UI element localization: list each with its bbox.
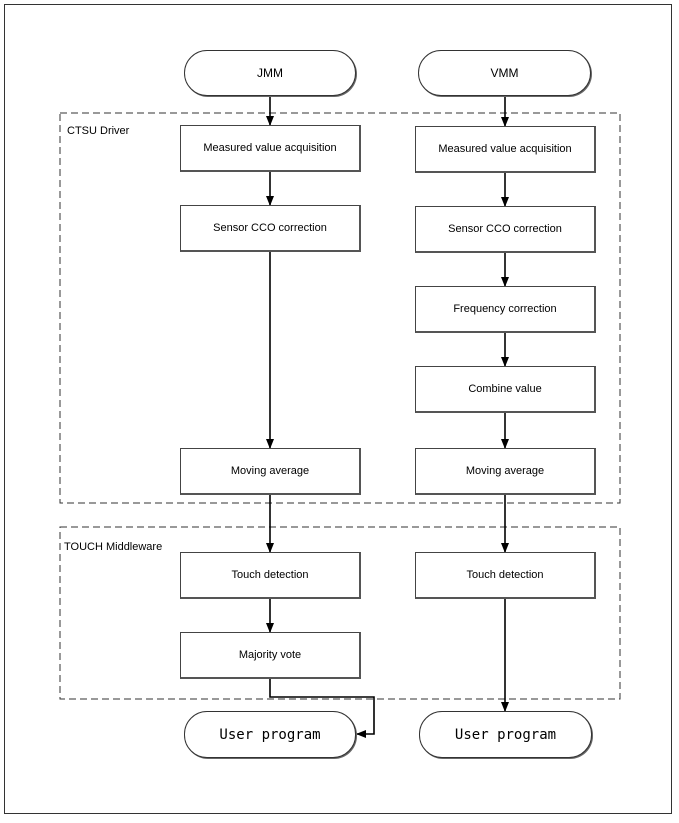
left-measured-value-acquisition: Measured value acquisition xyxy=(180,125,361,172)
outer-frame xyxy=(4,4,672,814)
right-touch-detection: Touch detection xyxy=(415,552,596,599)
right-frequency-correction: Frequency correction xyxy=(415,286,596,333)
right-measured-value-acquisition: Measured value acquisition xyxy=(415,126,596,173)
vmm-start-terminal: VMM xyxy=(418,50,591,96)
right-sensor-cco-correction: Sensor CCO correction xyxy=(415,206,596,253)
ctsu-driver-group xyxy=(59,112,621,504)
ctsu-driver-label: CTSU Driver xyxy=(67,125,130,137)
left-user-program-terminal: User program xyxy=(184,711,356,758)
touch-middleware-group xyxy=(59,526,621,700)
jmm-start-terminal: JMM xyxy=(184,50,356,96)
left-moving-average: Moving average xyxy=(180,448,361,495)
touch-middleware-label: TOUCH Middleware xyxy=(64,541,163,553)
left-touch-detection: Touch detection xyxy=(180,552,361,599)
right-combine-value: Combine value xyxy=(415,366,596,413)
right-moving-average: Moving average xyxy=(415,448,596,495)
left-sensor-cco-correction: Sensor CCO correction xyxy=(180,205,361,252)
right-user-program-terminal: User program xyxy=(419,711,592,758)
left-majority-vote: Majority vote xyxy=(180,632,361,679)
left-arrow-end xyxy=(269,679,375,738)
